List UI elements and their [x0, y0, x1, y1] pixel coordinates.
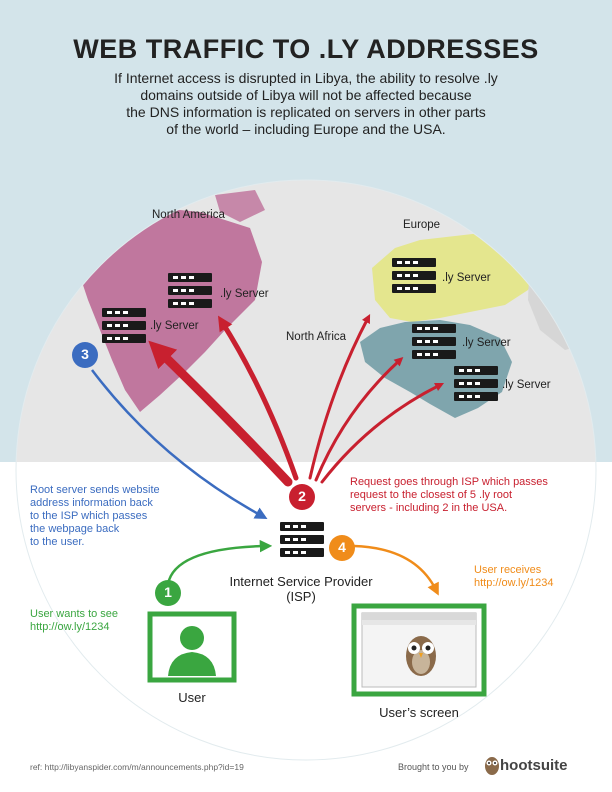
server-label: .ly Server	[462, 337, 511, 349]
server-icon	[454, 366, 498, 401]
region-label-north-africa: North Africa	[286, 331, 347, 343]
isp-label-line: (ISP)	[286, 589, 316, 604]
step-1-number: 1	[164, 584, 172, 600]
return-arrow	[91, 369, 268, 520]
text-line: User receives	[474, 564, 542, 576]
users-screen-label: User’s screen	[379, 705, 459, 720]
server-icon	[412, 324, 456, 359]
server-icon	[392, 258, 436, 293]
server-label: .ly Server	[150, 320, 199, 332]
text-line: User wants to see	[30, 608, 119, 620]
users-screen-icon	[351, 603, 487, 697]
server-label: .ly Server	[442, 272, 491, 284]
page-title: WEB TRAFFIC TO .LY ADDRESSES	[73, 34, 539, 64]
step-3-number: 3	[81, 346, 89, 362]
step-4-circle	[329, 535, 355, 561]
text-line: the webpage back	[30, 523, 120, 535]
step-4-number: 4	[338, 539, 346, 555]
user-receives-text: User receives http://ow.ly/1234	[474, 564, 554, 590]
request-text: Request goes through ISP which passes re…	[350, 476, 548, 515]
isp-label-line: Internet Service Provider	[229, 574, 373, 589]
brought-to-you-text: Brought to you by	[398, 762, 469, 772]
request-arrows	[148, 314, 445, 487]
region-label-north-america: North America	[152, 209, 225, 221]
root-server-text: Root server sends website address inform…	[30, 484, 160, 549]
hootsuite-logo: hootsuite	[500, 757, 568, 774]
server-icon	[168, 273, 212, 308]
subtitle-line: If Internet access is disrupted in Libya…	[114, 70, 498, 86]
text-line: http://ow.ly/1234	[474, 577, 554, 589]
europe-shape	[372, 232, 540, 322]
region-label-europe: Europe	[403, 219, 441, 231]
isp-server-icon	[280, 522, 324, 557]
isp-to-screen-arrow	[353, 544, 439, 596]
step-1-circle	[155, 580, 181, 606]
server-icon	[102, 308, 146, 343]
step-2-circle	[289, 484, 315, 510]
reference-text: ref: http://libyanspider.com/m/announcem…	[30, 762, 244, 772]
hootsuite-owl-icon	[485, 757, 499, 775]
isp-label: Internet Service Provider (ISP)	[206, 574, 396, 604]
text-line: address information back	[30, 497, 153, 509]
server-label: .ly Server	[502, 379, 551, 391]
north-america-shape	[74, 206, 262, 412]
text-line: to the user.	[30, 536, 85, 548]
owl-logo-icon	[406, 636, 436, 676]
subtitle-line: the DNS information is replicated on ser…	[126, 104, 486, 120]
user-to-isp-arrow	[166, 539, 273, 585]
user-label: User	[178, 690, 206, 705]
server-label: .ly Server	[220, 288, 269, 300]
subtitle-line: domains outside of Libya will not be aff…	[140, 87, 472, 103]
subtitle: If Internet access is disrupted in Libya…	[60, 70, 552, 138]
text-line: servers - including 2 in the USA.	[350, 502, 508, 514]
text-line: http://ow.ly/1234	[30, 621, 110, 633]
step-3-circle	[72, 342, 98, 368]
user-wants-text: User wants to see http://ow.ly/1234	[30, 608, 118, 634]
user-monitor-icon	[147, 611, 237, 683]
step-2-number: 2	[298, 488, 306, 504]
text-line: Root server sends website	[30, 484, 160, 496]
text-line: Request goes through ISP which passes	[350, 476, 548, 488]
subtitle-line: of the world – including Europe and the …	[166, 121, 446, 137]
text-line: request to the closest of 5 .ly root	[350, 489, 513, 501]
text-line: to the ISP which passes	[30, 510, 148, 522]
